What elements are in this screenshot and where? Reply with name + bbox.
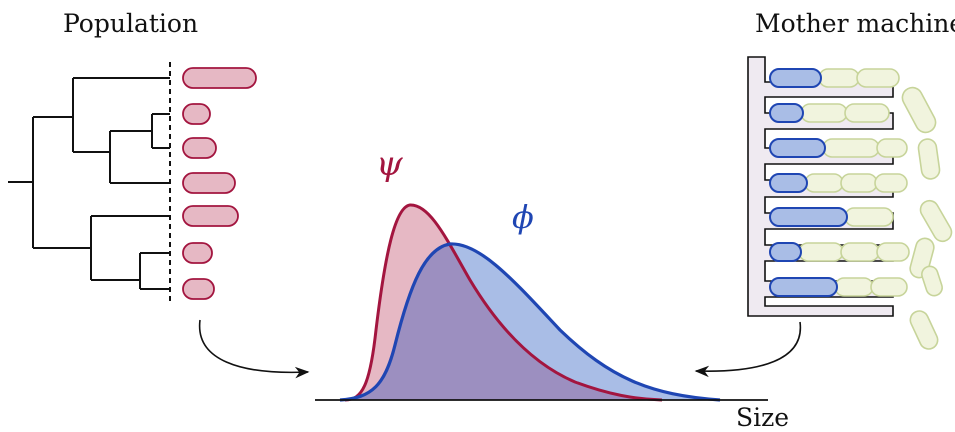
bacteria-cell-icon xyxy=(182,278,215,300)
bacteria-cell-icon xyxy=(876,242,910,262)
phi-distribution-curve xyxy=(339,242,721,402)
psi-symbol: ψ xyxy=(376,144,403,184)
bacteria-cell-icon xyxy=(769,68,822,88)
bacteria-cell-icon xyxy=(182,67,257,89)
bacteria-cell-icon xyxy=(870,277,908,297)
bacteria-cell-icon xyxy=(798,242,844,262)
bacteria-cell-icon xyxy=(769,277,838,297)
bacteria-cell-icon xyxy=(909,310,939,350)
bacteria-cell-icon xyxy=(182,172,236,194)
bacteria-cell-icon xyxy=(182,137,217,159)
bacteria-cell-icon xyxy=(769,103,804,123)
psi-distribution-curve xyxy=(344,203,663,402)
bacteria-cell-icon xyxy=(769,138,826,158)
bacteria-cell-icon xyxy=(917,138,941,180)
bacteria-cell-icon xyxy=(822,138,880,158)
size-axis-label: Size xyxy=(736,403,789,432)
bacteria-cell-icon xyxy=(840,242,880,262)
bacteria-cell-icon xyxy=(874,173,908,193)
bacteria-cell-icon xyxy=(769,173,808,193)
bacteria-cell-icon xyxy=(919,199,953,243)
bacteria-cell-icon xyxy=(769,242,802,262)
population-cells xyxy=(182,67,257,300)
curved-arrow-icon xyxy=(198,319,310,379)
bacteria-cell-icon xyxy=(834,277,874,297)
bacteria-cell-icon xyxy=(800,103,848,123)
bacteria-cell-icon xyxy=(818,68,860,88)
bacteria-cell-icon xyxy=(182,242,213,264)
bacteria-cell-icon xyxy=(921,265,943,297)
mother-cells xyxy=(769,68,848,297)
phi-symbol: ϕ xyxy=(512,198,534,236)
mother-machine-label: Mother machine xyxy=(755,9,955,38)
bacteria-cell-icon xyxy=(840,173,878,193)
bacteria-cell-icon xyxy=(182,103,211,125)
bacteria-cell-icon xyxy=(804,173,844,193)
curved-arrow-icon xyxy=(694,321,802,378)
phylogenetic-tree-icon xyxy=(8,77,170,290)
size-distributions xyxy=(315,203,768,402)
bacteria-cell-icon xyxy=(876,138,908,158)
bacteria-cell-icon xyxy=(769,207,848,227)
population-label: Population xyxy=(63,9,198,38)
bacteria-cell-icon xyxy=(901,86,937,134)
bacteria-cell-icon xyxy=(844,103,890,123)
bacteria-cell-icon xyxy=(856,68,900,88)
bacteria-cell-icon xyxy=(844,207,894,227)
microfluidic-channel-icon xyxy=(747,56,953,350)
bacteria-cell-icon xyxy=(182,205,239,227)
